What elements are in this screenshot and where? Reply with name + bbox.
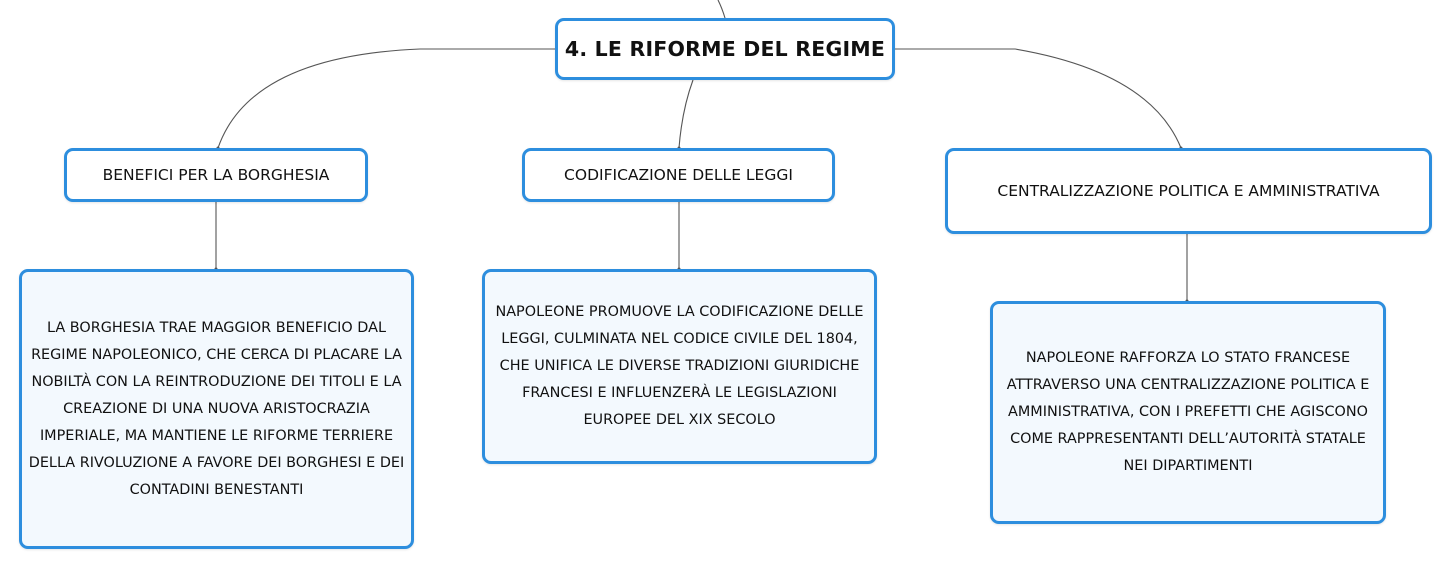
detail-node-centralizzazione[interactable]: NAPOLEONE RAFFORZA LO STATO FRANCESE ATT… [990, 301, 1386, 524]
connector-root-to-benefici [217, 48, 555, 149]
topic-node-centralizzazione[interactable]: CENTRALIZZAZIONE POLITICA E AMMINISTRATI… [945, 148, 1432, 234]
topic-label: CENTRALIZZAZIONE POLITICA E AMMINISTRATI… [997, 182, 1380, 200]
detail-text: NAPOLEONE PROMUOVE LA CODIFICAZIONE DELL… [495, 304, 864, 428]
connector-root-to-codificazione [678, 79, 694, 149]
topic-label: BENEFICI PER LA BORGHESIA [102, 166, 330, 184]
topic-node-benefici-borghesia[interactable]: BENEFICI PER LA BORGHESIA [64, 148, 368, 202]
root-topic-label: 4. LE RIFORME DEL REGIME [564, 37, 886, 61]
detail-node-codificazione-leggi[interactable]: NAPOLEONE PROMUOVE LA CODIFICAZIONE DELL… [482, 269, 877, 464]
topic-node-codificazione-leggi[interactable]: CODIFICAZIONE DELLE LEGGI [522, 148, 835, 202]
detail-text: NAPOLEONE RAFFORZA LO STATO FRANCESE ATT… [1006, 350, 1370, 474]
detail-text: LA BORGHESIA TRAE MAGGIOR BENEFICIO DAL … [28, 319, 405, 498]
root-topic-node[interactable]: 4. LE RIFORME DEL REGIME [555, 18, 895, 80]
topic-label: CODIFICAZIONE DELLE LEGGI [564, 166, 793, 184]
connector-root-to-centralizzazione [895, 48, 1182, 149]
connector-parent-to-root [717, 0, 726, 19]
detail-node-benefici-borghesia[interactable]: LA BORGHESIA TRAE MAGGIOR BENEFICIO DAL … [19, 269, 414, 549]
